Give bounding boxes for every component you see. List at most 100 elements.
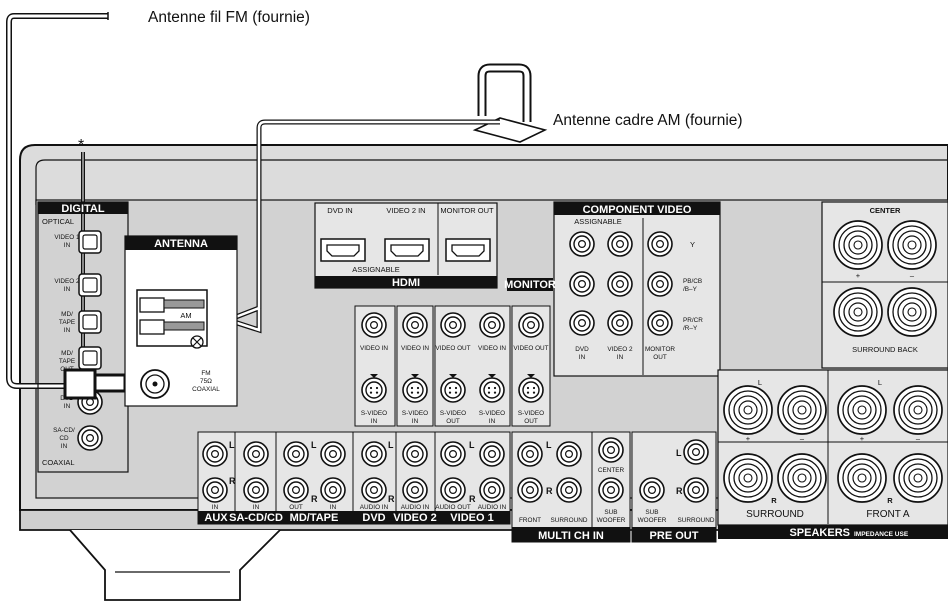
- video2-video-in[interactable]: [402, 312, 428, 338]
- multi-front-l[interactable]: [517, 441, 543, 467]
- hdmi-dvd-in[interactable]: [320, 238, 366, 262]
- speaker-front-a-l-plus[interactable]: [837, 385, 887, 435]
- speaker-center-minus[interactable]: [887, 220, 937, 270]
- svg-text:+: +: [856, 271, 861, 280]
- component-video2-y[interactable]: [607, 231, 633, 257]
- component-dvd-pb[interactable]: [569, 271, 595, 297]
- speakers-section: CENTER + – SURROUND BACK L L + – + – R R…: [717, 201, 948, 539]
- svg-text:TAPE: TAPE: [59, 319, 75, 326]
- audio-section: L R L R L R L R IN IN OUT IN AUDIO IN AU…: [197, 431, 511, 525]
- component-dvd-y[interactable]: [569, 231, 595, 257]
- svg-text:MONITOR OUT: MONITOR OUT: [440, 206, 494, 215]
- svg-text:L: L: [229, 440, 235, 450]
- multi-ch-in-section: L R FRONT SURROUND CENTER SUB WOOFER MUL…: [511, 431, 631, 543]
- multi-surround-r[interactable]: [556, 477, 582, 503]
- monitor-title: MONITOR: [504, 279, 556, 291]
- optical-video2-in[interactable]: [78, 273, 102, 297]
- video1-video-out[interactable]: [440, 312, 466, 338]
- speaker-front-a-r-plus[interactable]: [837, 453, 887, 503]
- aux-l[interactable]: [202, 441, 228, 467]
- video1-audio-out-l[interactable]: [440, 441, 466, 467]
- dvd-audio-r[interactable]: [361, 477, 387, 503]
- preout-surround-l[interactable]: [683, 439, 709, 465]
- optical-video1-in[interactable]: [78, 230, 102, 254]
- mdtape-out-l[interactable]: [283, 441, 309, 467]
- svg-text:–: –: [910, 271, 915, 280]
- component-video2-pb[interactable]: [607, 271, 633, 297]
- svg-text:VIDEO OUT: VIDEO OUT: [513, 345, 548, 352]
- svg-text:COAXIAL: COAXIAL: [192, 386, 220, 393]
- hdmi-section: DVD IN VIDEO 2 IN MONITOR OUT ASSIGNABLE…: [314, 202, 498, 289]
- svg-text:IN: IN: [412, 418, 419, 425]
- optical-md-tape-in[interactable]: [78, 310, 102, 334]
- sacd-l[interactable]: [243, 441, 269, 467]
- sacd-r[interactable]: [243, 477, 269, 503]
- svg-text:FM: FM: [201, 370, 210, 377]
- mdtape-in-l[interactable]: [320, 441, 346, 467]
- preout-surround-r[interactable]: [683, 477, 709, 503]
- svg-text:SUB: SUB: [645, 509, 658, 516]
- multi-front-r[interactable]: [517, 477, 543, 503]
- speaker-front-a-l-minus[interactable]: [893, 385, 943, 435]
- hdmi-video2-in[interactable]: [384, 238, 430, 262]
- svg-text:IN: IN: [64, 403, 71, 410]
- aux-r[interactable]: [202, 477, 228, 503]
- mdtape-in-r[interactable]: [320, 477, 346, 503]
- speaker-surround-l-plus[interactable]: [723, 385, 773, 435]
- svg-text:OUT: OUT: [653, 354, 667, 361]
- component-video2-pr[interactable]: [607, 310, 633, 336]
- fm-coaxial-jack[interactable]: [140, 369, 170, 399]
- video1-audio-out-r[interactable]: [440, 477, 466, 503]
- component-monitor-pr[interactable]: [647, 310, 673, 336]
- svg-text:IN: IN: [64, 327, 71, 334]
- component-monitor-y[interactable]: [647, 231, 673, 257]
- video1-video-in[interactable]: [479, 312, 505, 338]
- optical-md-tape-out[interactable]: [78, 346, 102, 370]
- svg-text:IN: IN: [330, 504, 337, 511]
- svg-text:R: R: [771, 496, 777, 505]
- speaker-surround-back-r[interactable]: [887, 287, 937, 337]
- mdtape-out-r[interactable]: [283, 477, 309, 503]
- preout-subwoofer[interactable]: [639, 477, 665, 503]
- svg-text:VIDEO 2 IN: VIDEO 2 IN: [386, 206, 425, 215]
- multi-ch-title: MULTI CH IN: [538, 530, 604, 542]
- sacd-label: SA-CD/CD: [229, 512, 283, 524]
- svg-text:+: +: [860, 434, 865, 443]
- svg-text:AUDIO IN: AUDIO IN: [401, 504, 430, 511]
- svg-text:IN: IN: [64, 242, 71, 249]
- svg-text:L: L: [388, 440, 394, 450]
- speaker-surround-back-l[interactable]: [833, 287, 883, 337]
- speaker-surround-r-plus[interactable]: [723, 453, 773, 503]
- multi-subwoofer[interactable]: [598, 477, 624, 503]
- svg-text:–: –: [916, 434, 921, 443]
- svg-text:OUT: OUT: [289, 504, 303, 511]
- monitor-video-out[interactable]: [518, 312, 544, 338]
- speaker-surround-r-minus[interactable]: [777, 453, 827, 503]
- video1-audio-in-r[interactable]: [479, 477, 505, 503]
- speaker-surround-l-minus[interactable]: [777, 385, 827, 435]
- mdtape-label: MD/TAPE: [290, 512, 339, 524]
- video2-audio-r[interactable]: [402, 477, 428, 503]
- speaker-center-plus[interactable]: [833, 220, 883, 270]
- antenna-title: ANTENNA: [154, 238, 208, 250]
- speaker-front-a-r-minus[interactable]: [893, 453, 943, 503]
- svg-text:SURROUND: SURROUND: [551, 517, 588, 524]
- svg-text:S-VIDEO: S-VIDEO: [479, 410, 505, 417]
- svg-text:S-VIDEO: S-VIDEO: [440, 410, 466, 417]
- svg-text:R: R: [887, 496, 893, 505]
- svg-text:S-VIDEO: S-VIDEO: [402, 410, 428, 417]
- svg-text:/B–Y: /B–Y: [683, 286, 698, 293]
- svg-text:WOOFER: WOOFER: [638, 517, 667, 524]
- digital-title: DIGITAL: [61, 203, 104, 215]
- component-monitor-pb[interactable]: [647, 271, 673, 297]
- coaxial-sacd-in[interactable]: [77, 425, 103, 451]
- video2-audio-l[interactable]: [402, 441, 428, 467]
- video1-audio-in-l[interactable]: [479, 441, 505, 467]
- dvd-video-in[interactable]: [361, 312, 387, 338]
- hdmi-monitor-out[interactable]: [445, 238, 491, 262]
- multi-surround-l[interactable]: [556, 441, 582, 467]
- dvd-audio-l[interactable]: [361, 441, 387, 467]
- multi-center[interactable]: [598, 437, 624, 463]
- svg-text:L: L: [676, 448, 682, 458]
- component-dvd-pr[interactable]: [569, 310, 595, 336]
